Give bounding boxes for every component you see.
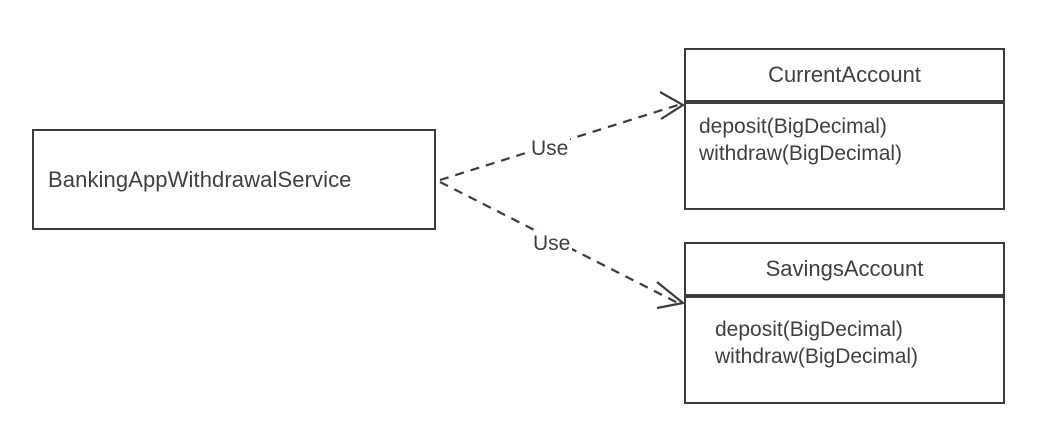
member-withdraw-savings-account: withdraw(BigDecimal) [715,344,919,368]
class-box-current-account[interactable]: CurrentAccount deposit(BigDecimal) withd… [684,48,1005,210]
class-name-banking-app-withdrawal-service: BankingAppWithdrawalService [48,166,352,192]
class-box-savings-account[interactable]: SavingsAccount deposit(BigDecimal) withd… [684,242,1005,404]
class-name-savings-account: SavingsAccount [765,256,924,281]
member-deposit-savings-account: deposit(BigDecimal) [715,318,903,341]
compartment-separator-savings-account [686,294,1003,298]
members-compartment-current-account: deposit(BigDecimal) withdraw(BigDecimal) [686,104,1003,168]
relationship-label-use-current-account: Use [529,137,571,161]
member-deposit-current-account: deposit(BigDecimal) [699,115,887,138]
member-withdraw-current-account: withdraw(BigDecimal) [699,141,903,165]
class-box-banking-app-withdrawal-service[interactable]: BankingAppWithdrawalService [32,129,436,230]
compartment-separator-current-account [686,100,1003,104]
open-arrowhead-current-account [659,91,686,120]
members-compartment-savings-account: deposit(BigDecimal) withdraw(BigDecimal) [686,298,1003,371]
dependency-use-current-account[interactable] [439,91,686,182]
relationship-label-use-savings-account: Use [531,232,573,256]
open-arrowhead-savings-account [656,281,686,310]
class-name-current-account: CurrentAccount [768,62,921,87]
